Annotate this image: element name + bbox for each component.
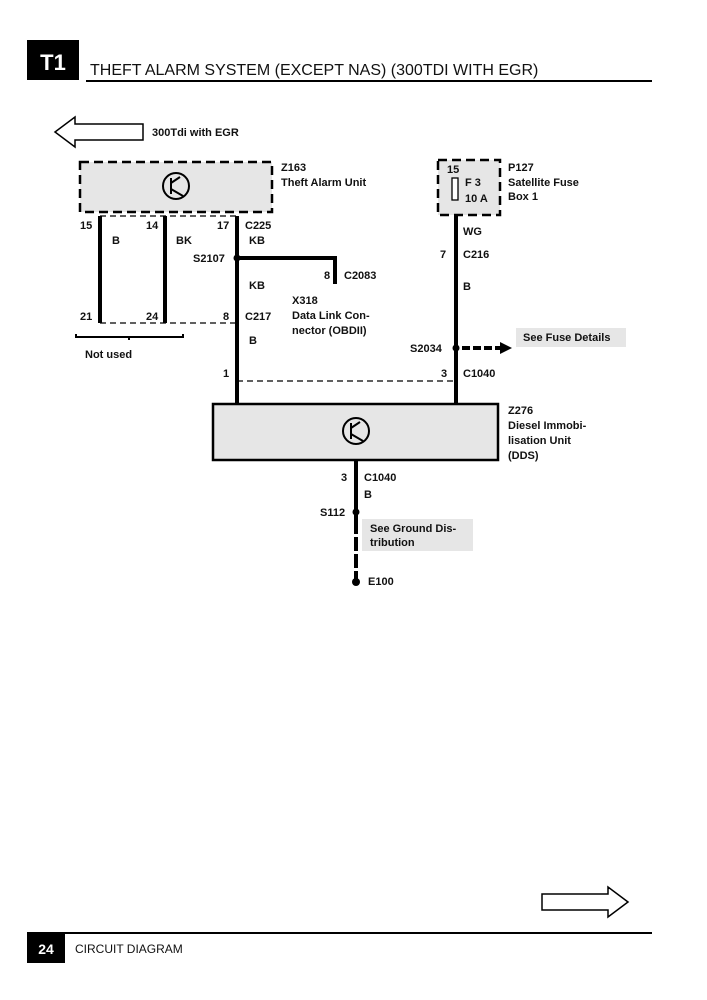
connector-c225-label: C225 bbox=[245, 220, 271, 232]
see-fuse-details-box[interactable] bbox=[516, 328, 626, 347]
pin-14: 14 bbox=[146, 220, 159, 232]
pin-24: 24 bbox=[146, 311, 159, 323]
wire-color-wg: WG bbox=[463, 226, 482, 238]
wire-color-b-4: B bbox=[364, 489, 372, 501]
fuse-number: F 3 bbox=[465, 177, 481, 189]
immobiliser-unit-box bbox=[211, 402, 500, 462]
splice-s2107-label: S2107 bbox=[193, 253, 225, 265]
z276-name-1: Diesel Immobi- bbox=[508, 420, 587, 432]
splice-s2034 bbox=[452, 344, 460, 352]
see-ground-distribution-link-2[interactable]: tribution bbox=[370, 537, 415, 549]
x318-connector: C2083 bbox=[344, 270, 376, 282]
pin-15: 15 bbox=[80, 220, 92, 232]
wire-color-kb: KB bbox=[249, 235, 265, 247]
x318-name-1: Data Link Con- bbox=[292, 310, 370, 322]
connector-c217-label: C217 bbox=[245, 311, 271, 323]
arrow-right-icon bbox=[500, 342, 512, 354]
c1040-label: C1040 bbox=[463, 368, 495, 380]
see-fuse-details-link[interactable]: See Fuse Details bbox=[523, 332, 610, 344]
z276-id: Z276 bbox=[508, 405, 533, 417]
next-page-arrow-icon[interactable] bbox=[541, 885, 630, 919]
splice-s112 bbox=[352, 508, 360, 516]
see-ground-distribution-link-1[interactable]: See Ground Dis- bbox=[370, 523, 457, 535]
page-number: 24 bbox=[38, 941, 54, 957]
z276-name-3: (DDS) bbox=[508, 450, 539, 462]
page-number-badge bbox=[27, 933, 65, 963]
ground-c1040-label: C1040 bbox=[364, 472, 396, 484]
wire-color-bk: BK bbox=[176, 235, 192, 247]
section-badge bbox=[27, 40, 79, 80]
previous-page-arrow-icon[interactable] bbox=[53, 115, 144, 149]
splice-s2034-label: S2034 bbox=[410, 343, 443, 355]
p127-name-1: Satellite Fuse bbox=[508, 177, 579, 189]
fuse-pin: 15 bbox=[447, 164, 459, 176]
transistor-icon bbox=[162, 172, 190, 200]
page-title: THEFT ALARM SYSTEM (EXCEPT NAS) (300TDI … bbox=[90, 62, 538, 79]
wire-color-b-2: B bbox=[249, 335, 257, 347]
previous-page-label[interactable]: 300Tdi with EGR bbox=[152, 127, 239, 139]
theft-alarm-unit-box bbox=[78, 160, 274, 214]
wire-color-kb-2: KB bbox=[249, 280, 265, 292]
pin-8: 8 bbox=[223, 311, 229, 323]
x318-name-2: nector (OBDII) bbox=[292, 325, 367, 337]
splice-s112-label: S112 bbox=[320, 507, 345, 519]
ground-c1040-pin: 3 bbox=[341, 472, 347, 484]
pin-21: 21 bbox=[80, 311, 92, 323]
p127-name-2: Box 1 bbox=[508, 191, 538, 203]
p127-id: P127 bbox=[508, 162, 534, 174]
fuse-box-p127 bbox=[436, 158, 502, 217]
fuse-icon bbox=[451, 177, 459, 201]
earth-point-icon bbox=[352, 578, 360, 586]
transistor-icon bbox=[342, 417, 370, 445]
x318-pin: 8 bbox=[324, 270, 330, 282]
c1040-pin-1: 1 bbox=[223, 368, 229, 380]
z163-name: Theft Alarm Unit bbox=[281, 177, 366, 189]
pin-17: 17 bbox=[217, 220, 229, 232]
x318-id: X318 bbox=[292, 295, 318, 307]
wire-to-x318 bbox=[237, 256, 337, 284]
wire-color-b-3: B bbox=[463, 281, 471, 293]
z276-name-2: lisation Unit bbox=[508, 435, 571, 447]
wire-color-b: B bbox=[112, 235, 120, 247]
c216-pin: 7 bbox=[440, 249, 446, 261]
not-used-bracket bbox=[75, 334, 184, 340]
footer-section: CIRCUIT DIAGRAM bbox=[75, 942, 183, 956]
c1040-pin-3: 3 bbox=[441, 368, 447, 380]
fuse-rating: 10 A bbox=[465, 193, 488, 205]
earth-e100-label: E100 bbox=[368, 576, 394, 588]
section-badge-label: T1 bbox=[40, 50, 66, 75]
not-used-label: Not used bbox=[85, 349, 132, 361]
z163-id: Z163 bbox=[281, 162, 306, 174]
see-ground-distribution-box[interactable] bbox=[362, 519, 473, 551]
c216-label: C216 bbox=[463, 249, 489, 261]
